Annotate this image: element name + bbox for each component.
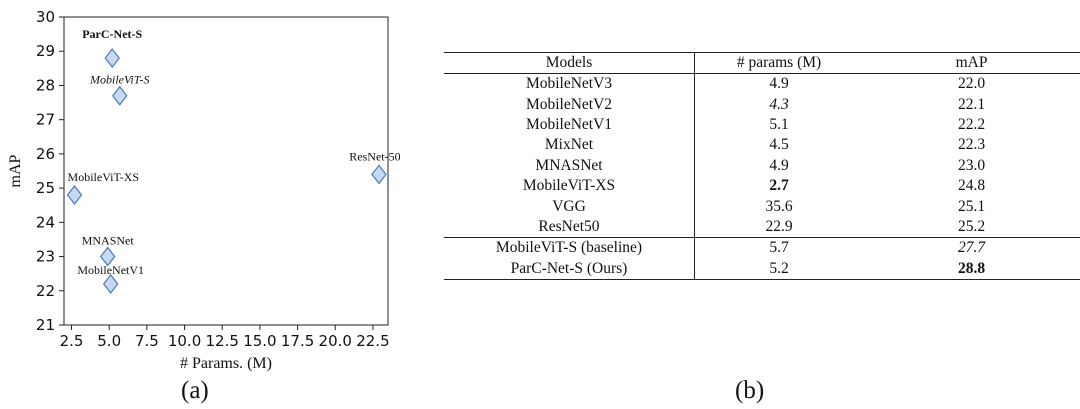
- cell-model: MobileViT-XS: [444, 175, 695, 197]
- results-table-panel: Models # params (M) mAP MobileNetV3 4.9 22…: [444, 52, 1080, 280]
- y-tick-label: 25: [36, 179, 55, 197]
- cell-params: 22.9: [765, 217, 793, 235]
- plot-frame: [63, 16, 389, 326]
- header-params: # params (M): [736, 54, 822, 71]
- cell-map: 25.2: [957, 217, 986, 235]
- cell-map: 24.8: [957, 177, 986, 195]
- point-label: MNASNet: [82, 234, 135, 248]
- point-marker: [104, 48, 120, 69]
- point-marker: [111, 85, 128, 106]
- y-tick-label: 29: [36, 42, 55, 60]
- point-marker: [99, 246, 116, 267]
- cell-params: 4.3: [769, 95, 789, 113]
- point-label: MobileViT-S: [89, 73, 150, 87]
- table-row: ParC-Net-S (Ours) 5.2 28.8: [444, 258, 1080, 280]
- cell-map: 22.0: [957, 75, 986, 93]
- cell-map: 22.2: [957, 115, 986, 133]
- point-label: ResNet-50: [349, 149, 400, 163]
- panel-label-a: (a): [181, 377, 209, 404]
- cell-params: 5.7: [769, 239, 789, 257]
- cell-map: 28.8: [957, 259, 986, 277]
- cell-model: MNASNet: [444, 155, 695, 176]
- table-row: ResNet50 22.9 25.2: [444, 216, 1080, 238]
- point-label: MobileNetV1: [77, 263, 144, 277]
- x-tick-label: 22.5: [356, 332, 389, 350]
- table-row: MobileNetV3 4.9 22.0: [444, 73, 1080, 95]
- table-row: MobileNetV1 5.1 22.2: [444, 114, 1080, 136]
- cell-model: MobileNetV3: [444, 73, 695, 95]
- cell-params: 4.9: [769, 75, 789, 93]
- cell-model: ResNet50: [444, 216, 695, 238]
- point-marker: [66, 184, 83, 205]
- x-tick-label: 15.0: [243, 332, 276, 350]
- point-marker: [102, 273, 119, 294]
- cell-model: MobileNetV2: [444, 94, 695, 115]
- point-marker: [371, 164, 387, 185]
- cell-map: 22.1: [957, 95, 986, 113]
- x-tick-label: 2.5: [60, 332, 84, 350]
- panel-label-b: (b): [735, 377, 765, 404]
- cell-params: 4.5: [769, 136, 789, 154]
- y-tick-label: 30: [36, 8, 55, 26]
- cell-params: 35.6: [765, 197, 793, 215]
- cell-params: 5.2: [769, 259, 789, 277]
- table-row: MobileViT-XS 2.7 24.8: [444, 175, 1080, 197]
- x-tick-label: 5.0: [97, 332, 121, 350]
- cell-map: 23.0: [957, 156, 986, 174]
- y-axis-label: mAP: [7, 154, 24, 187]
- point-label: ParC-Net-S: [82, 27, 142, 41]
- header-models: Models: [444, 52, 695, 74]
- cell-params: 5.1: [769, 115, 789, 133]
- point-label: MobileViT-XS: [68, 170, 140, 184]
- y-tick-label: 27: [36, 111, 55, 129]
- header-map: mAP: [955, 54, 988, 71]
- results-table: Models # params (M) mAP MobileNetV3 4.9 22…: [444, 52, 1080, 280]
- y-tick-label: 21: [36, 316, 55, 334]
- x-tick-label: 10.0: [168, 332, 201, 350]
- x-axis-label: # Params. (M): [180, 355, 272, 372]
- table-row: MobileViT-S (baseline) 5.7 27.7: [444, 237, 1080, 259]
- cell-model: ParC-Net-S (Ours): [444, 258, 695, 280]
- x-tick-label: 17.5: [281, 332, 314, 350]
- y-tick-label: 23: [36, 248, 55, 266]
- cell-model: MobileNetV1: [444, 114, 695, 136]
- cell-model: MobileViT-S (baseline): [444, 237, 695, 259]
- table-row: MobileNetV2 4.3 22.1: [444, 94, 1080, 115]
- cell-map: 27.7: [957, 239, 986, 257]
- table-header-row: Models # params (M) mAP: [444, 52, 1080, 74]
- table-row: VGG 35.6 25.1: [444, 196, 1080, 217]
- cell-model: MixNet: [444, 135, 695, 156]
- cell-map: 25.1: [957, 197, 986, 215]
- table-row: MixNet 4.5 22.3: [444, 135, 1080, 156]
- cell-params: 4.9: [769, 156, 789, 174]
- cell-params: 2.7: [769, 177, 789, 195]
- y-tick-label: 24: [36, 213, 55, 231]
- cell-model: VGG: [444, 196, 695, 217]
- table-row: MNASNet 4.9 23.0: [444, 155, 1080, 176]
- y-tick-label: 26: [36, 145, 55, 163]
- y-tick-label: 22: [36, 282, 55, 300]
- x-tick-label: 12.5: [206, 332, 239, 350]
- x-tick-label: 20.0: [319, 332, 352, 350]
- y-tick-label: 28: [36, 76, 55, 94]
- cell-map: 22.3: [957, 136, 986, 154]
- x-tick-label: 7.5: [135, 332, 159, 350]
